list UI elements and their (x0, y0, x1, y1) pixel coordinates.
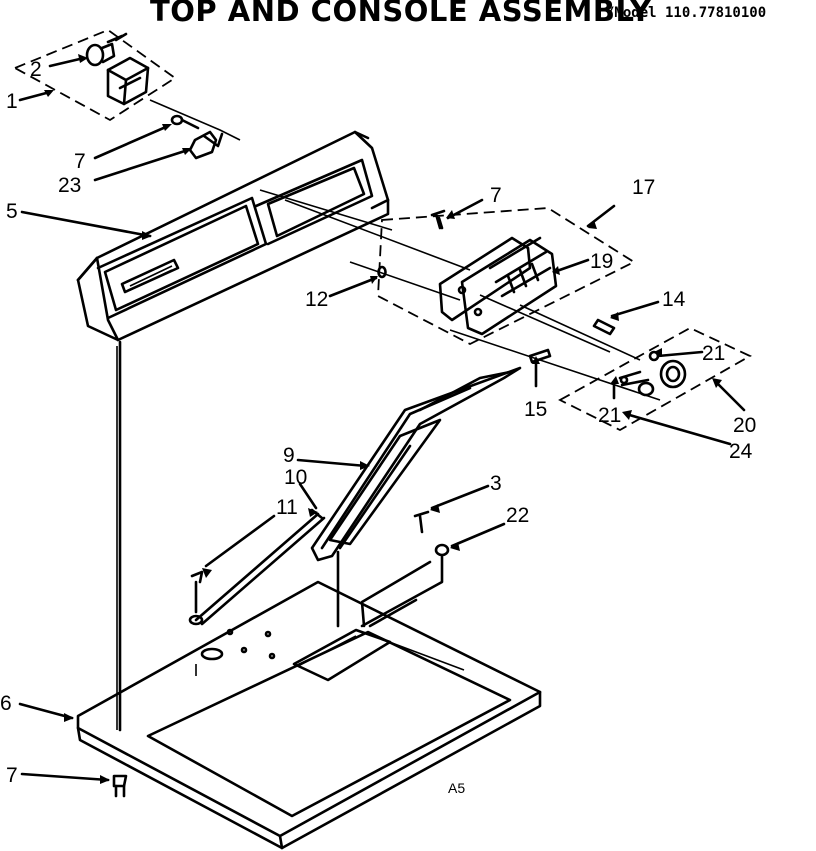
control-board-group (328, 198, 636, 346)
label-part-24: 24 (729, 440, 753, 463)
console-panel (20, 130, 390, 732)
switch-assembly-group (12, 28, 177, 122)
model-number: /Model 110.77810100 (606, 5, 767, 21)
label-part-2: 2 (30, 58, 42, 81)
label-part-7-console: 7 (74, 150, 86, 173)
label-part-20: 20 (733, 414, 756, 437)
door-hardware (188, 482, 506, 626)
motor-wheel-group (558, 326, 752, 446)
label-part-21-lower: 21 (598, 404, 621, 427)
label-part-5: 5 (6, 200, 18, 223)
label-part-9: 9 (283, 444, 295, 467)
console-hardware-top (93, 99, 241, 182)
label-part-22: 22 (506, 504, 529, 527)
label-part-11: 11 (276, 496, 298, 519)
label-part-7-bottom: 7 (6, 764, 18, 787)
label-part-19: 19 (590, 250, 613, 273)
label-part-12: 12 (305, 288, 328, 311)
label-part-6: 6 (0, 692, 12, 715)
label-part-23: 23 (58, 174, 81, 197)
screws-right (528, 300, 660, 388)
top-panel (18, 550, 542, 850)
leader-arrowheads (44, 54, 722, 784)
label-part-21-upper: 21 (702, 342, 725, 365)
label-part-3: 3 (490, 472, 502, 495)
label-part-1: 1 (6, 90, 18, 113)
door-panel (296, 366, 522, 562)
label-part-7-board: 7 (490, 184, 502, 207)
label-part-14: 14 (662, 288, 686, 311)
part-labels: 1 2 3 5 6 7 7 7 9 10 11 12 14 15 17 19 2… (0, 58, 756, 796)
corner-code: A5 (448, 780, 465, 796)
label-part-17: 17 (632, 176, 655, 199)
label-part-15: 15 (524, 398, 547, 421)
page-title: TOP AND CONSOLE ASSEMBLY (150, 0, 652, 28)
label-part-10: 10 (284, 466, 307, 489)
